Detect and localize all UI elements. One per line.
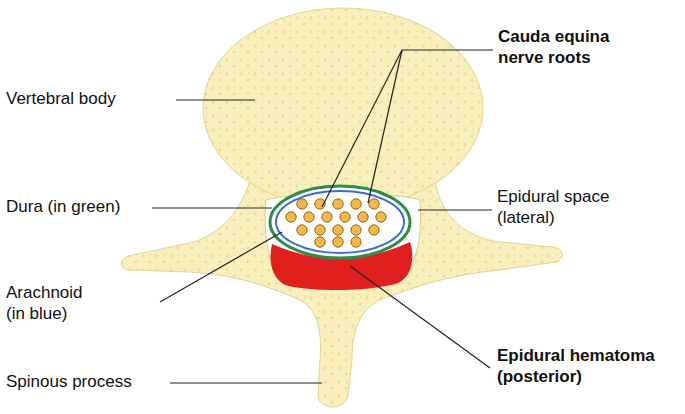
- nerve-root: [340, 212, 350, 222]
- nerve-root: [315, 237, 325, 247]
- nerve-root: [297, 225, 307, 235]
- nerve-root: [297, 199, 307, 209]
- vertebral-body: [203, 8, 483, 208]
- nerve-root: [333, 225, 343, 235]
- nerve-root: [358, 212, 368, 222]
- nerve-root: [351, 237, 361, 247]
- part-label: Epidural hematoma (posterior): [497, 346, 665, 387]
- part-label: Arachnoid (in blue): [6, 283, 98, 324]
- part-label: Dura (in green): [6, 197, 156, 218]
- nerve-root: [315, 225, 325, 235]
- nerve-root: [369, 225, 379, 235]
- vertebral-arch: [121, 180, 562, 407]
- nerve-root: [286, 212, 296, 222]
- nerve-root: [351, 199, 361, 209]
- nerve-root: [304, 212, 314, 222]
- arachnoid: [276, 191, 404, 253]
- nerve-root: [376, 212, 386, 222]
- nerve-root: [333, 199, 343, 209]
- nerve-root: [351, 225, 361, 235]
- part-label: Epidural space (lateral): [497, 187, 627, 228]
- part-label: Vertebral body: [6, 89, 176, 110]
- part-label: Cauda equina nerve roots: [498, 27, 638, 68]
- nerve-root: [369, 199, 379, 209]
- leader-lines: [152, 50, 493, 383]
- nerve-root: [333, 237, 343, 247]
- nerve-root: [322, 212, 332, 222]
- part-label: Spinous process: [6, 372, 176, 393]
- dura: [270, 186, 410, 258]
- nerve-roots: [286, 199, 386, 247]
